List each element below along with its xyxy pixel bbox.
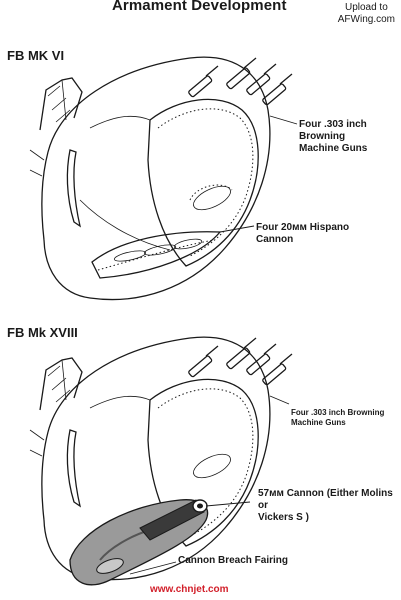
molins-cannon-and-fairing	[69, 499, 209, 586]
fb-mk-xviii-nose-illustration	[29, 336, 293, 586]
browning-guns-mk-vi	[188, 57, 293, 106]
callout-line: Cannon	[256, 234, 294, 245]
section-label-fb-mk-xviii: FB Mk XVIII	[7, 325, 78, 340]
callout-browning-mk-vi: Four .303 inch Browning Machine Guns	[299, 119, 367, 155]
callout-line: Vickers S )	[258, 512, 309, 523]
callout-browning-mk-xviii: Four .303 inch Browning Machine Guns	[291, 408, 384, 428]
upload-line-2: AFWing.com	[337, 14, 395, 25]
page-title: Armament Development	[112, 0, 287, 14]
fb-mk-vi-nose-illustration	[29, 56, 298, 301]
callout-line: Four 20мм Hispano	[256, 222, 350, 233]
callout-breach-fairing: Cannon Breach Fairing	[178, 555, 289, 566]
callout-line: Machine Guns	[291, 418, 346, 427]
callout-line: Four .303 inch	[299, 119, 367, 130]
callout-hispano-cannon: Four 20мм Hispano Cannon	[256, 222, 349, 246]
upload-note: Upload to AFWing.com	[338, 2, 395, 26]
section-label-fb-mk-vi: FB MK VI	[7, 48, 65, 63]
watermark: www.chnjet.com	[150, 584, 229, 595]
callout-line: Browning	[299, 131, 346, 142]
callout-line: Four .303 inch Browning	[291, 408, 385, 417]
browning-guns-mk-xviii	[188, 337, 293, 386]
hispano-cannon-ports	[91, 231, 222, 279]
callout-line: 57мм Cannon (Either Molins or	[258, 488, 393, 511]
callout-molins-cannon: 57мм Cannon (Either Molins or Vickers S …	[258, 488, 401, 524]
callout-line: Machine Guns	[299, 143, 368, 154]
upload-line-1: Upload to	[344, 2, 388, 13]
